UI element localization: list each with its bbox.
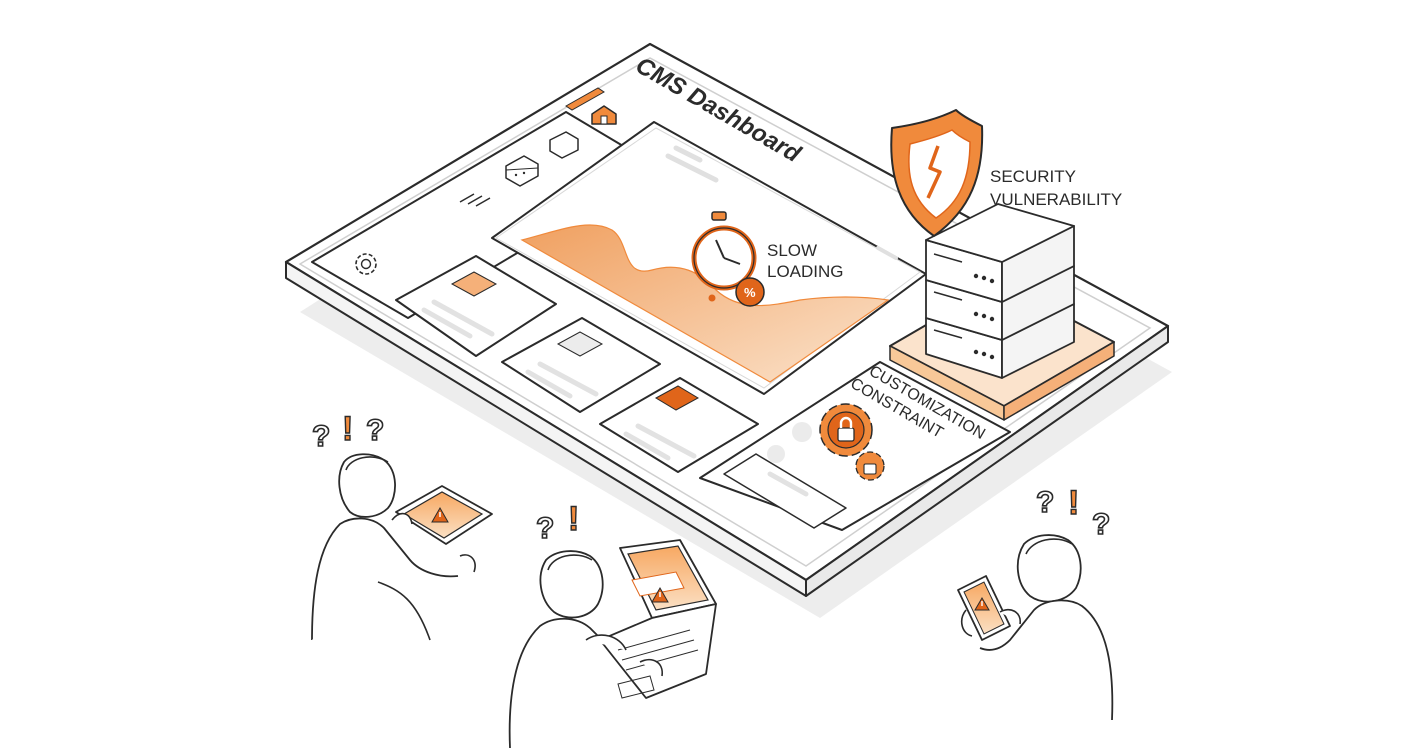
svg-text:%: % <box>744 285 756 300</box>
shield-broken-icon <box>890 109 984 237</box>
user-right-with-phone: ? ! ? <box>957 483 1114 721</box>
svg-text:?: ? <box>536 512 554 545</box>
performance-area-chart <box>520 224 890 383</box>
slow-loading-callout: SLOW LOADING <box>767 241 844 281</box>
warning-icon <box>651 586 669 603</box>
phone-device[interactable] <box>957 575 1011 641</box>
home-icon[interactable] <box>565 82 617 125</box>
menu-lines-icon[interactable] <box>459 193 491 207</box>
slow-loading-line2: LOADING <box>767 262 844 281</box>
security-line2: VULNERABILITY <box>990 190 1122 209</box>
svg-text:?: ? <box>1036 486 1054 519</box>
svg-text:?: ? <box>312 420 330 453</box>
svg-text:?: ? <box>366 414 384 447</box>
svg-text:!: ! <box>342 410 353 448</box>
warning-icon <box>431 506 449 523</box>
content-card-3[interactable] <box>599 377 759 473</box>
tablet-device[interactable] <box>395 485 493 545</box>
confusion-marks-left: ? ! ? <box>311 409 385 454</box>
confusion-marks-right: ? ! ? <box>1035 483 1111 541</box>
server-stack-icon <box>925 203 1075 379</box>
content-card-1[interactable] <box>395 255 557 357</box>
stopwatch-icon: % <box>691 211 765 307</box>
security-line1: SECURITY <box>990 167 1076 186</box>
confusion-marks-middle: ? ! <box>535 499 580 545</box>
svg-text:!: ! <box>1068 484 1079 522</box>
user-middle-with-laptop: ? ! <box>508 499 717 749</box>
calendar-icon[interactable] <box>505 155 539 187</box>
gear-icon[interactable] <box>355 253 377 275</box>
user-left-with-tablet: ? ! ? <box>311 409 493 641</box>
laptop-device[interactable] <box>599 539 717 699</box>
svg-text:!: ! <box>568 500 579 538</box>
file-icon[interactable] <box>549 131 579 159</box>
server-unit-top <box>925 203 1075 303</box>
locked-gear-icon <box>819 403 885 481</box>
slow-loading-line1: SLOW <box>767 241 817 260</box>
svg-text:?: ? <box>1092 508 1110 541</box>
security-callout: SECURITY VULNERABILITY <box>990 167 1122 209</box>
content-card-2[interactable] <box>501 317 661 413</box>
warning-icon <box>974 597 990 611</box>
